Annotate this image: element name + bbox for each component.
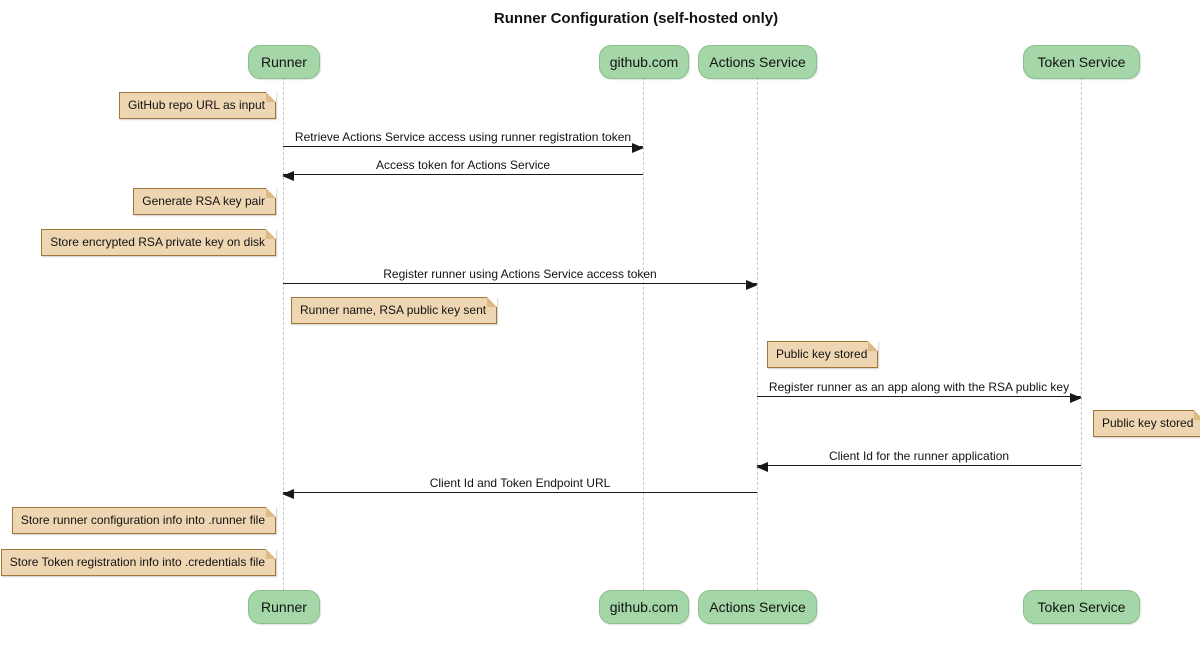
participant-runner-bottom: Runner	[248, 590, 320, 624]
participant-actions-service-top: Actions Service	[698, 45, 817, 79]
note-store-private-key: Store encrypted RSA private key on disk	[41, 229, 276, 256]
message-retrieve-actions-access: Retrieve Actions Service access using ru…	[283, 130, 644, 153]
message-label: Client Id for the runner application	[828, 449, 1010, 463]
participant-actions-service-bottom: Actions Service	[698, 590, 817, 624]
arrowhead-left-icon	[756, 462, 768, 472]
message-label: Retrieve Actions Service access using ru…	[294, 130, 632, 144]
message-line	[757, 465, 1081, 466]
message-line	[283, 283, 757, 284]
participant-github-top: github.com	[599, 45, 689, 79]
message-line	[283, 146, 643, 147]
message-line	[757, 396, 1081, 397]
arrowhead-left-icon	[282, 171, 294, 181]
participant-token-service-top: Token Service	[1023, 45, 1140, 79]
message-line	[283, 174, 643, 175]
arrowhead-right-icon	[632, 143, 644, 153]
message-register-runner: Register runner using Actions Service ac…	[283, 267, 758, 290]
message-access-token: Access token for Actions Service	[282, 158, 643, 181]
lifeline-github	[643, 77, 644, 590]
participant-github-bottom: github.com	[599, 590, 689, 624]
note-public-key-stored-token: Public key stored	[1093, 410, 1200, 437]
note-runner-name-sent: Runner name, RSA public key sent	[291, 297, 498, 324]
note-store-credentials-file: Store Token registration info into .cred…	[0, 549, 277, 576]
participant-token-service-bottom: Token Service	[1023, 590, 1140, 624]
message-label: Client Id and Token Endpoint URL	[429, 476, 611, 490]
lifeline-actions-service	[757, 77, 758, 590]
lifeline-runner	[283, 77, 284, 590]
note-store-runner-file: Store runner configuration info into .ru…	[11, 507, 277, 534]
diagram-title: Runner Configuration (self-hosted only)	[493, 10, 779, 27]
message-line	[283, 492, 757, 493]
note-github-repo-url: GitHub repo URL as input	[119, 92, 276, 119]
arrowhead-left-icon	[282, 489, 294, 499]
participant-runner-top: Runner	[248, 45, 320, 79]
message-label: Access token for Actions Service	[375, 158, 551, 172]
note-public-key-stored-actions: Public key stored	[767, 341, 879, 368]
lifeline-token-service	[1081, 77, 1082, 590]
message-register-runner-app: Register runner as an app along with the…	[757, 380, 1082, 403]
arrowhead-right-icon	[1070, 393, 1082, 403]
message-client-id-runner-app: Client Id for the runner application	[756, 449, 1081, 472]
note-generate-rsa-key: Generate RSA key pair	[133, 188, 276, 215]
message-client-id-endpoint: Client Id and Token Endpoint URL	[282, 476, 757, 499]
message-label: Register runner as an app along with the…	[768, 380, 1070, 394]
arrowhead-right-icon	[746, 280, 758, 290]
message-label: Register runner using Actions Service ac…	[383, 267, 657, 281]
